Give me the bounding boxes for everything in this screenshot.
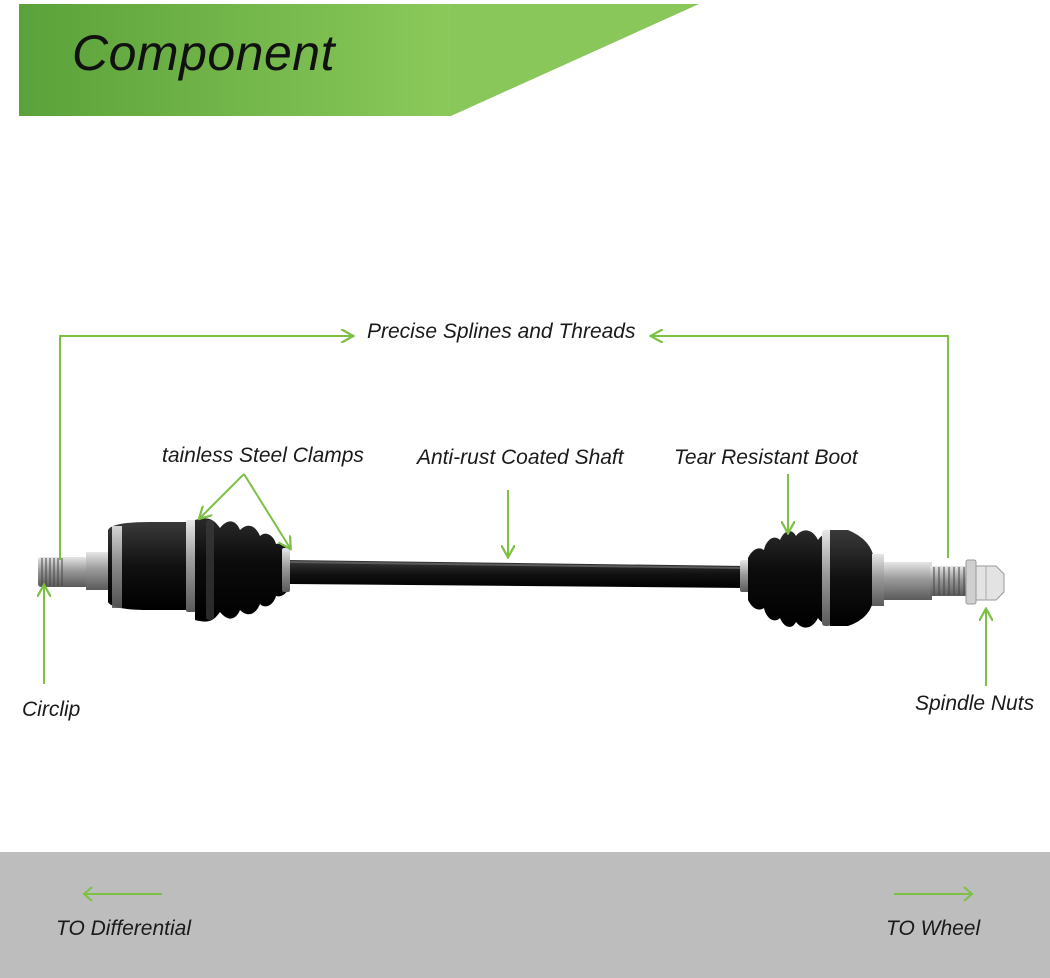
shaft-label: Anti-rust Coated Shaft [417, 446, 624, 469]
clamps-label: tainless Steel Clamps [162, 444, 364, 467]
outer-boot [740, 530, 832, 628]
outer-cv-joint [830, 530, 884, 626]
nuts-label: Spindle Nuts [915, 692, 1035, 715]
footer-band: TO Differential TO Wheel [0, 852, 1050, 978]
right-spline-stub [884, 562, 970, 600]
clamps-callout-arrows [200, 473, 290, 548]
splines-label: Precise Splines and Threads [367, 320, 636, 343]
page-title: Component [72, 25, 335, 81]
to-differential-label: TO Differential [56, 917, 191, 940]
splines-callout-bracket [59, 336, 949, 560]
left-spline-stub [38, 552, 112, 590]
to-wheel-label: TO Wheel [886, 917, 981, 940]
circlip-label: Circlip [22, 698, 81, 721]
inner-cv-joint [108, 520, 196, 612]
spindle-nut [965, 559, 1005, 605]
inner-boot [195, 518, 290, 622]
boot-label: Tear Resistant Boot [674, 446, 858, 469]
header-banner [19, 4, 699, 116]
left-arrow-icon [82, 886, 162, 902]
right-arrow-icon [894, 886, 974, 902]
cv-axle-diagram [0, 0, 1005, 686]
axle-shaft [289, 560, 746, 588]
